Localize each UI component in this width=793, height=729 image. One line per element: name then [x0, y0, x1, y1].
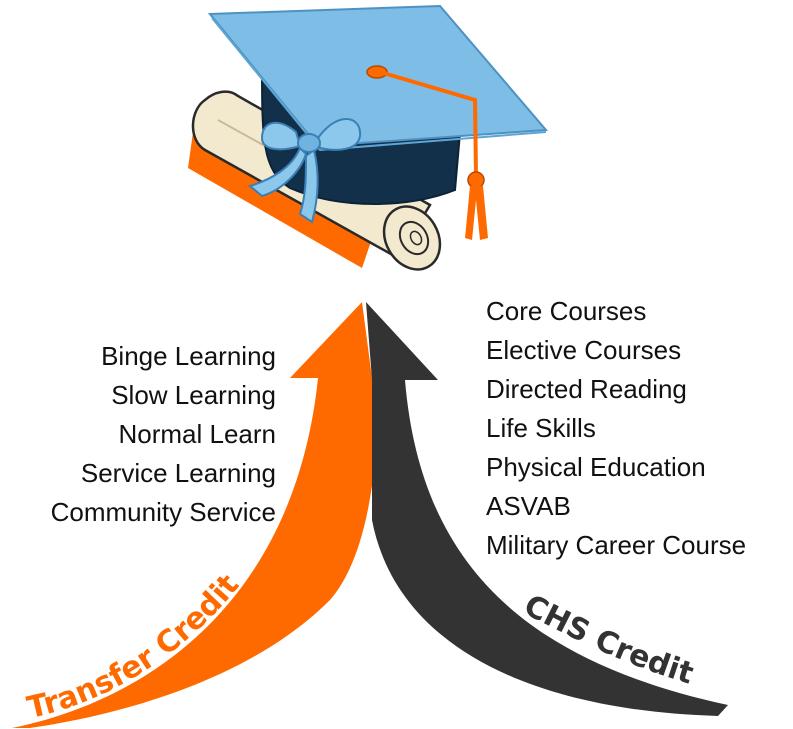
- list-item: Normal Learn: [118, 419, 276, 449]
- chs-credit-list: Core Courses Elective Courses Directed R…: [486, 292, 746, 565]
- list-item: Directed Reading: [486, 374, 687, 404]
- ribbon-bow-icon: [247, 118, 362, 224]
- transfer-credit-list: Binge Learning Slow Learning Normal Lear…: [51, 337, 276, 532]
- list-item: Life Skills: [486, 413, 596, 443]
- list-item: ASVAB: [486, 491, 571, 521]
- list-item: Slow Learning: [111, 380, 276, 410]
- list-item: Military Career Course: [486, 530, 747, 560]
- list-item: Physical Education: [486, 452, 706, 482]
- chs-credit-arrow: [366, 302, 728, 716]
- list-item: Core Courses: [486, 296, 647, 326]
- list-item: Binge Learning: [101, 341, 276, 371]
- list-item: Elective Courses: [486, 335, 682, 365]
- graduation-illustration: [188, 4, 549, 271]
- list-item: Community Service: [50, 497, 276, 527]
- list-item: Service Learning: [80, 458, 276, 488]
- transfer-credit-arrow: [12, 302, 380, 728]
